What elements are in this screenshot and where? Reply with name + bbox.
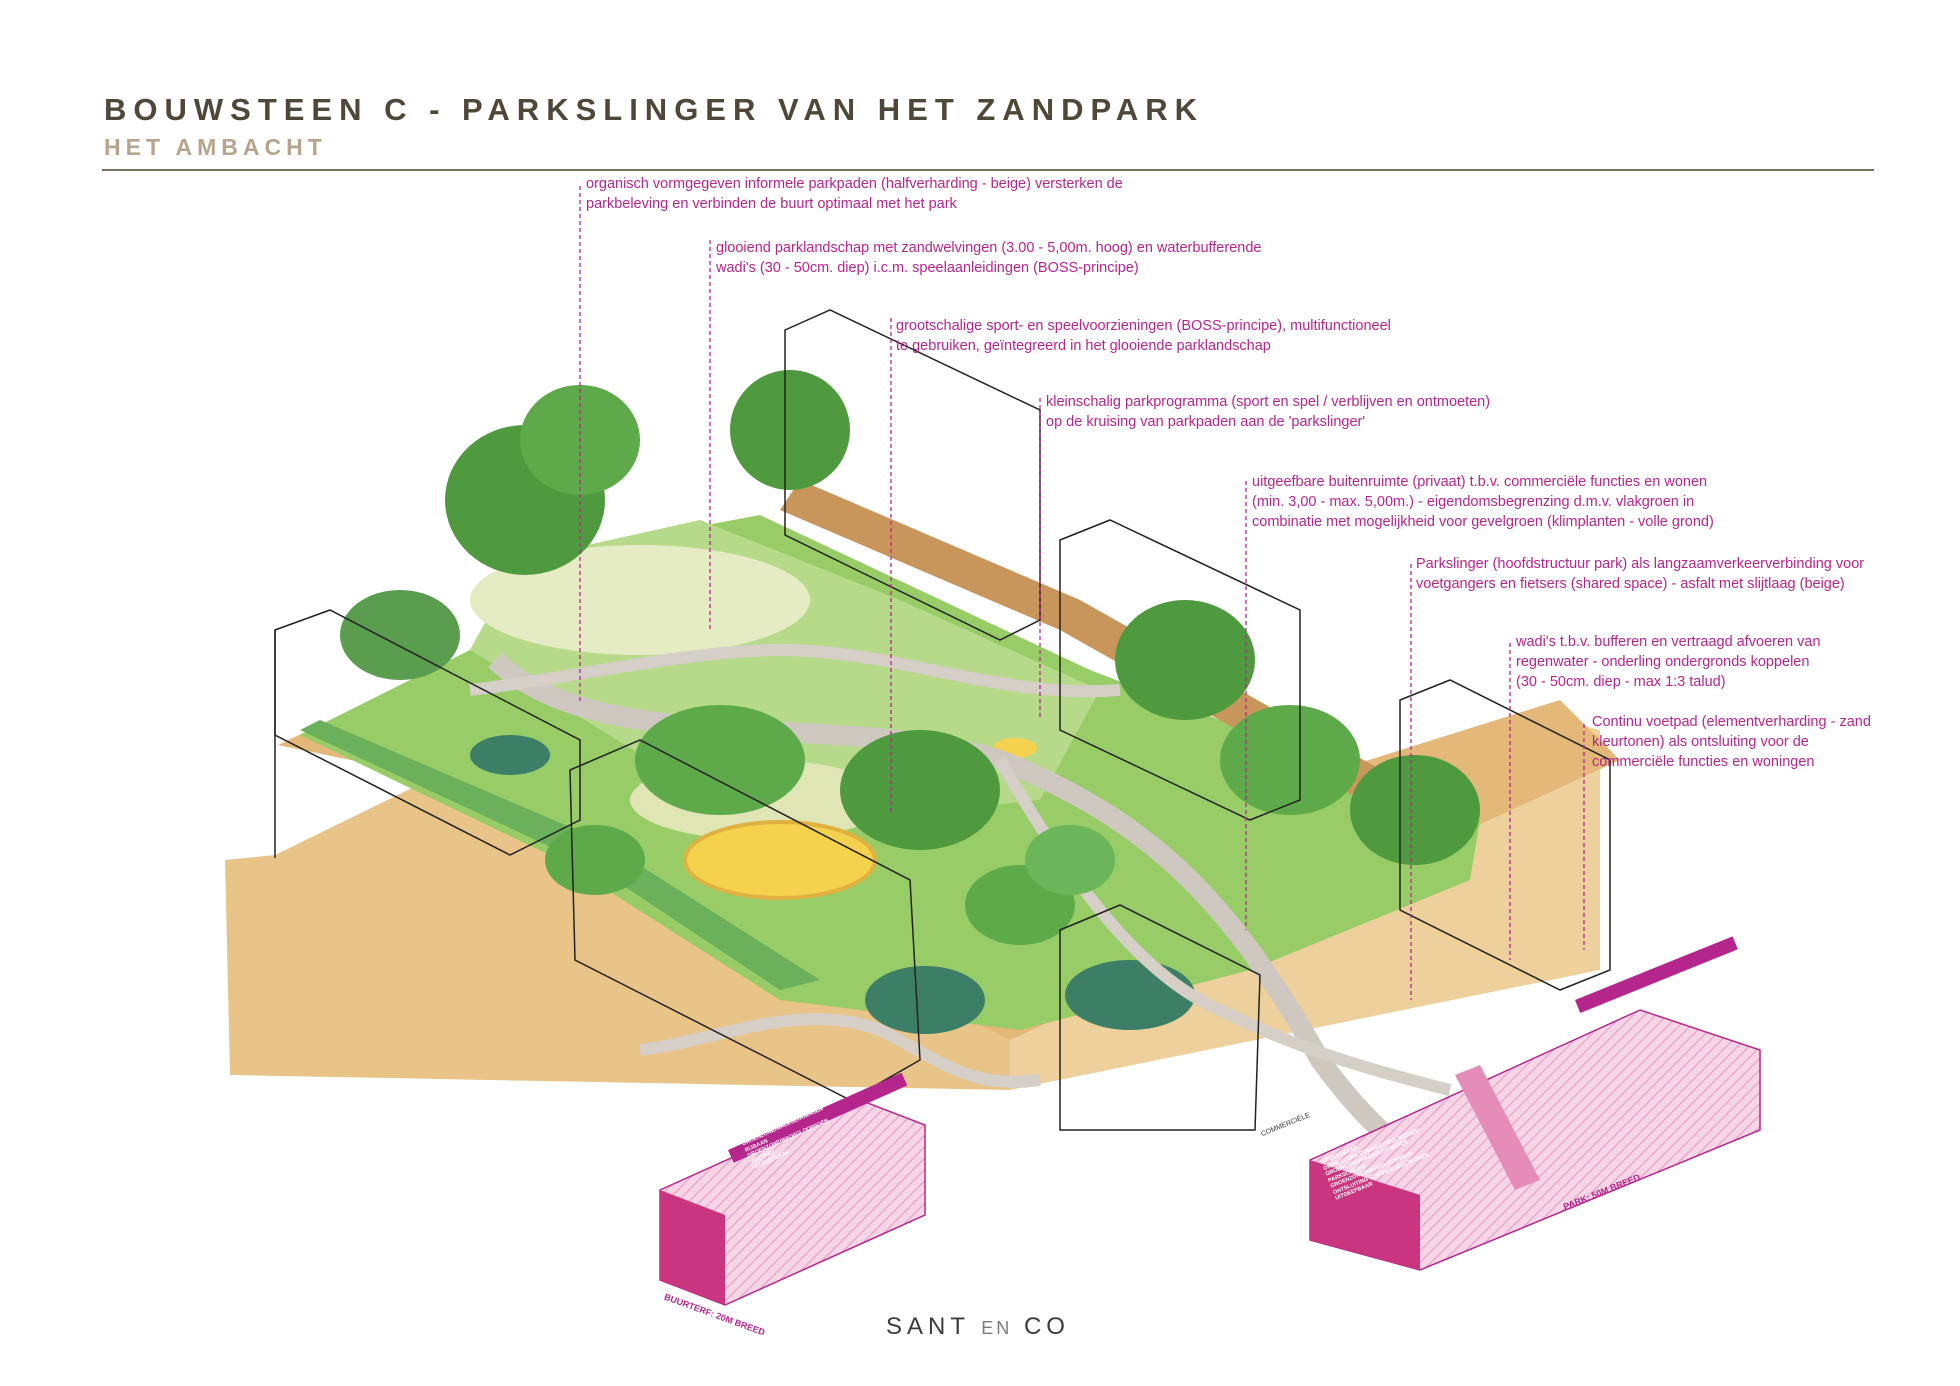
park-path-curve [469,643,1121,698]
tree [1350,755,1480,865]
annotation-line: grootschalige sport- en speelvoorziening… [896,318,1391,334]
building-south-right [1059,904,1261,1131]
section-right-front [1310,1160,1420,1270]
annotation-line: uitgeefbare buitenruimte (privaat) t.b.v… [1252,474,1708,490]
annotation-wadis: wadi's t.b.v. bufferen en vertraagd afvo… [1516,632,1821,692]
annotation-line: Parkslinger (hoofdstructuur park) als la… [1416,556,1865,572]
annotation-line: kleinschalig parkprogramma (sport en spe… [1046,394,1491,410]
page-title: BOUWSTEEN C - PARKSLINGER VAN HET ZANDPA… [104,92,1204,127]
parkslinger-section-band [1455,1065,1540,1190]
tree [340,590,460,680]
section-left-front [660,1190,725,1305]
building-outlines [274,309,1611,1131]
park-path-south [639,1013,1041,1088]
tree [840,730,1000,850]
section-left [659,1072,926,1306]
annotation-parkprogramma: kleinschalig parkprogramma (sport en spe… [1046,392,1490,432]
tree [730,370,850,490]
annotation-leaders [579,186,1585,1000]
building-south-left [569,739,921,1101]
annotation-line: parkbeleving en verbinden de buurt optim… [586,196,957,212]
annotation-line: glooiend parklandschap met zandwelvingen… [716,240,1262,256]
brand-word: SANT [886,1313,970,1340]
tree [1115,600,1255,720]
annotation-line: Continu voetpad (elementverharding - zan… [1592,714,1871,730]
annotation-line: regenwater - onderling ondergronds koppe… [1516,654,1810,670]
brand-logo: SANT EN CO [886,1313,1070,1341]
section-right [1309,936,1761,1271]
annotation-line: (30 - 50cm. diep - max 1:3 talud) [1516,674,1726,690]
annotation-line: (min. 3,00 - max. 5,00m.) - eigendomsbeg… [1252,494,1695,510]
title-divider [102,169,1874,171]
annotation-line: wadi's (30 - 50cm. diep) i.c.m. speelaan… [716,260,1139,276]
tree [635,705,805,815]
brand-word: CO [1023,1313,1070,1340]
annotation-parkslinger: Parkslinger (hoofdstructuur park) als la… [1416,554,1864,594]
section-right-band [1575,936,1738,1013]
wadi-left [470,735,550,775]
annotation-voetpad: Continu voetpad (elementverharding - zan… [1592,712,1871,772]
annotation-line: voetgangers en fietsers (shared space) -… [1416,576,1845,592]
annotation-line: kleurtonen) als ontsluiting voor de [1592,734,1809,750]
annotation-buitenruimte: uitgeefbare buitenruimte (privaat) t.b.v… [1252,472,1714,532]
annotation-line: te gebruiken, geïntegreerd in het glooie… [896,338,1271,354]
page-subtitle: HET AMBACHT [104,134,327,160]
annotation-line: commerciële functies en woningen [1592,754,1815,770]
brand-word: EN [981,1318,1013,1338]
wadi-right [1065,960,1195,1030]
neighbourhood-street [300,720,820,990]
annotation-line: wadi's t.b.v. bufferen en vertraagd afvo… [1516,634,1821,650]
lawn-north [470,545,810,655]
wadi-centre [865,966,985,1034]
annotation-line: op de kruising van parkpaden aan de 'par… [1046,414,1366,430]
annotation-line: combinatie met mogelijkheid voor gevelgr… [1252,514,1714,530]
annotation-sportvoorzieningen: grootschalige sport- en speelvoorziening… [896,316,1391,356]
tree [545,825,645,895]
annotation-parklandschap: glooiend parklandschap met zandwelvingen… [716,238,1261,278]
building-mid [1059,519,1301,821]
tree-group [340,370,1480,945]
annotation-line: organisch vormgegeven informele parkpade… [586,176,1123,192]
tree [1220,705,1360,815]
building-east [1399,679,1611,991]
section-left-band [728,1072,908,1163]
tree [1025,825,1115,895]
sand-play-area [683,820,877,900]
annotation-parkpaden: organisch vormgegeven informele parkpade… [586,174,1123,214]
building-north [784,309,1041,641]
